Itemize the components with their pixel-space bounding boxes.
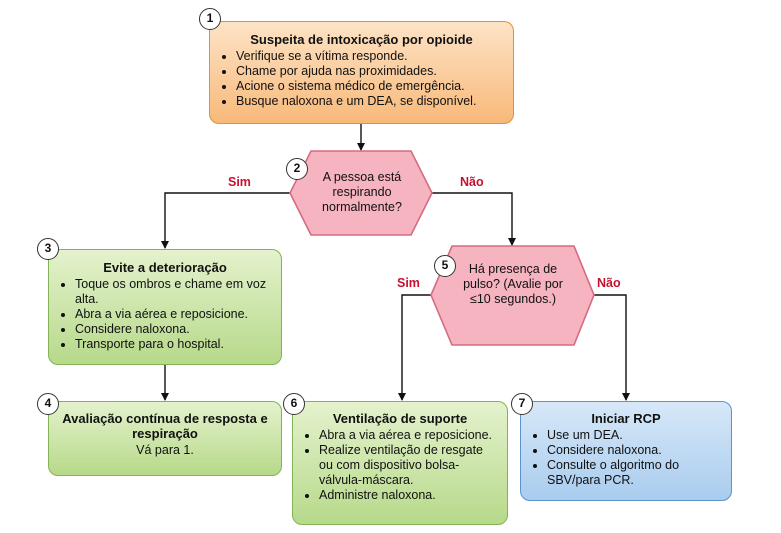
step-7-list: Use um DEA. Considere naloxona. Consulte… [531, 428, 721, 488]
step-1-item: Chame por ajuda nas proximidades. [236, 64, 503, 79]
step-6-item: Realize ventilação de resgate ou com dis… [319, 443, 497, 488]
step-3-title: Evite a deterioração [103, 260, 227, 275]
step-6-list: Abra a via aérea e reposicione. Realize … [303, 428, 497, 503]
step-1-list: Verifique se a vítima responde. Chame po… [220, 49, 503, 109]
decision-5-text: Há presença de pulso? (Avalie por ≤10 se… [463, 262, 563, 306]
step-4-number: 4 [37, 393, 59, 415]
arrow-2-to-5 [432, 192, 516, 246]
decision-2-diamond [289, 150, 433, 236]
step-3-item: Abra a via aérea e reposicione. [75, 307, 271, 322]
step-2-number: 2 [286, 158, 308, 180]
decision-5-diamond [430, 245, 595, 346]
step-3-box: Evite a deterioração Toque os ombros e c… [48, 249, 282, 365]
step-6-title: Ventilação de suporte [332, 411, 468, 426]
step-3-item: Considere naloxona. [75, 322, 271, 337]
step-7-title: Iniciar RCP [591, 411, 661, 426]
step-6-box: Ventilação de suporte Abra a via aérea e… [292, 401, 508, 525]
arrow-5-to-6 [398, 294, 431, 401]
step-6-number: 6 [283, 393, 305, 415]
step-5-number: 5 [434, 255, 456, 277]
step-4-subtitle: Vá para 1. [136, 443, 194, 457]
step-3-item: Transporte para o hospital. [75, 337, 271, 352]
step-1-item: Busque naloxona e um DEA, se disponível. [236, 94, 503, 109]
decision-2-text: A pessoa está respirando normalmente? [322, 170, 402, 214]
step-4-box: Avaliação contínua de resposta e respira… [48, 401, 282, 476]
step-1-title: Suspeita de intoxicação por opioide [250, 32, 473, 47]
step-7-box: Iniciar RCP Use um DEA. Considere naloxo… [520, 401, 732, 501]
arrow-2-to-3 [161, 192, 290, 249]
decision-2-yes-label: Sim [228, 175, 251, 189]
step-1-item: Acione o sistema médico de emergência. [236, 79, 503, 94]
arrow-5-to-7 [594, 294, 630, 401]
step-6-item: Abra a via aérea e reposicione. [319, 428, 497, 443]
decision-5-no-label: Não [597, 276, 621, 290]
step-3-item: Toque os ombros e chame em voz alta. [75, 277, 271, 307]
step-6-item: Administre naloxona. [319, 488, 497, 503]
step-7-item: Considere naloxona. [547, 443, 721, 458]
step-3-list: Toque os ombros e chame em voz alta. Abr… [59, 277, 271, 352]
step-1-box: Suspeita de intoxicação por opioide Veri… [209, 21, 514, 124]
step-3-number: 3 [37, 238, 59, 260]
step-7-item: Use um DEA. [547, 428, 721, 443]
decision-2-no-label: Não [460, 175, 484, 189]
step-7-number: 7 [511, 393, 533, 415]
step-7-item: Consulte o algoritmo do SBV/para PCR. [547, 458, 721, 488]
decision-5-yes-label: Sim [397, 276, 420, 290]
step-4-title: Avaliação contínua de resposta e respira… [62, 411, 268, 441]
step-1-item: Verifique se a vítima responde. [236, 49, 503, 64]
step-1-number: 1 [199, 8, 221, 30]
